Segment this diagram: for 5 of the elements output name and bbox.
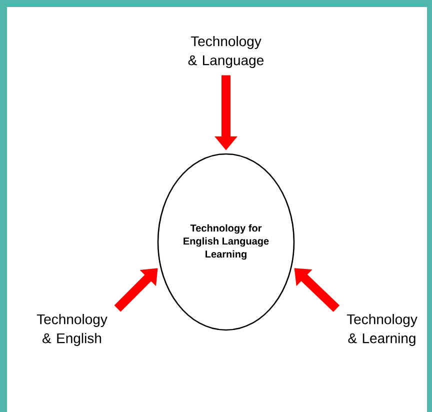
node-label: Technology & Language — [188, 36, 264, 68]
node-label: Technology & English — [36, 314, 108, 346]
node-label: Technology & Learning — [346, 314, 418, 346]
ellipse-node: Technology for English Language Learning — [157, 153, 295, 331]
arrow — [114, 268, 158, 312]
